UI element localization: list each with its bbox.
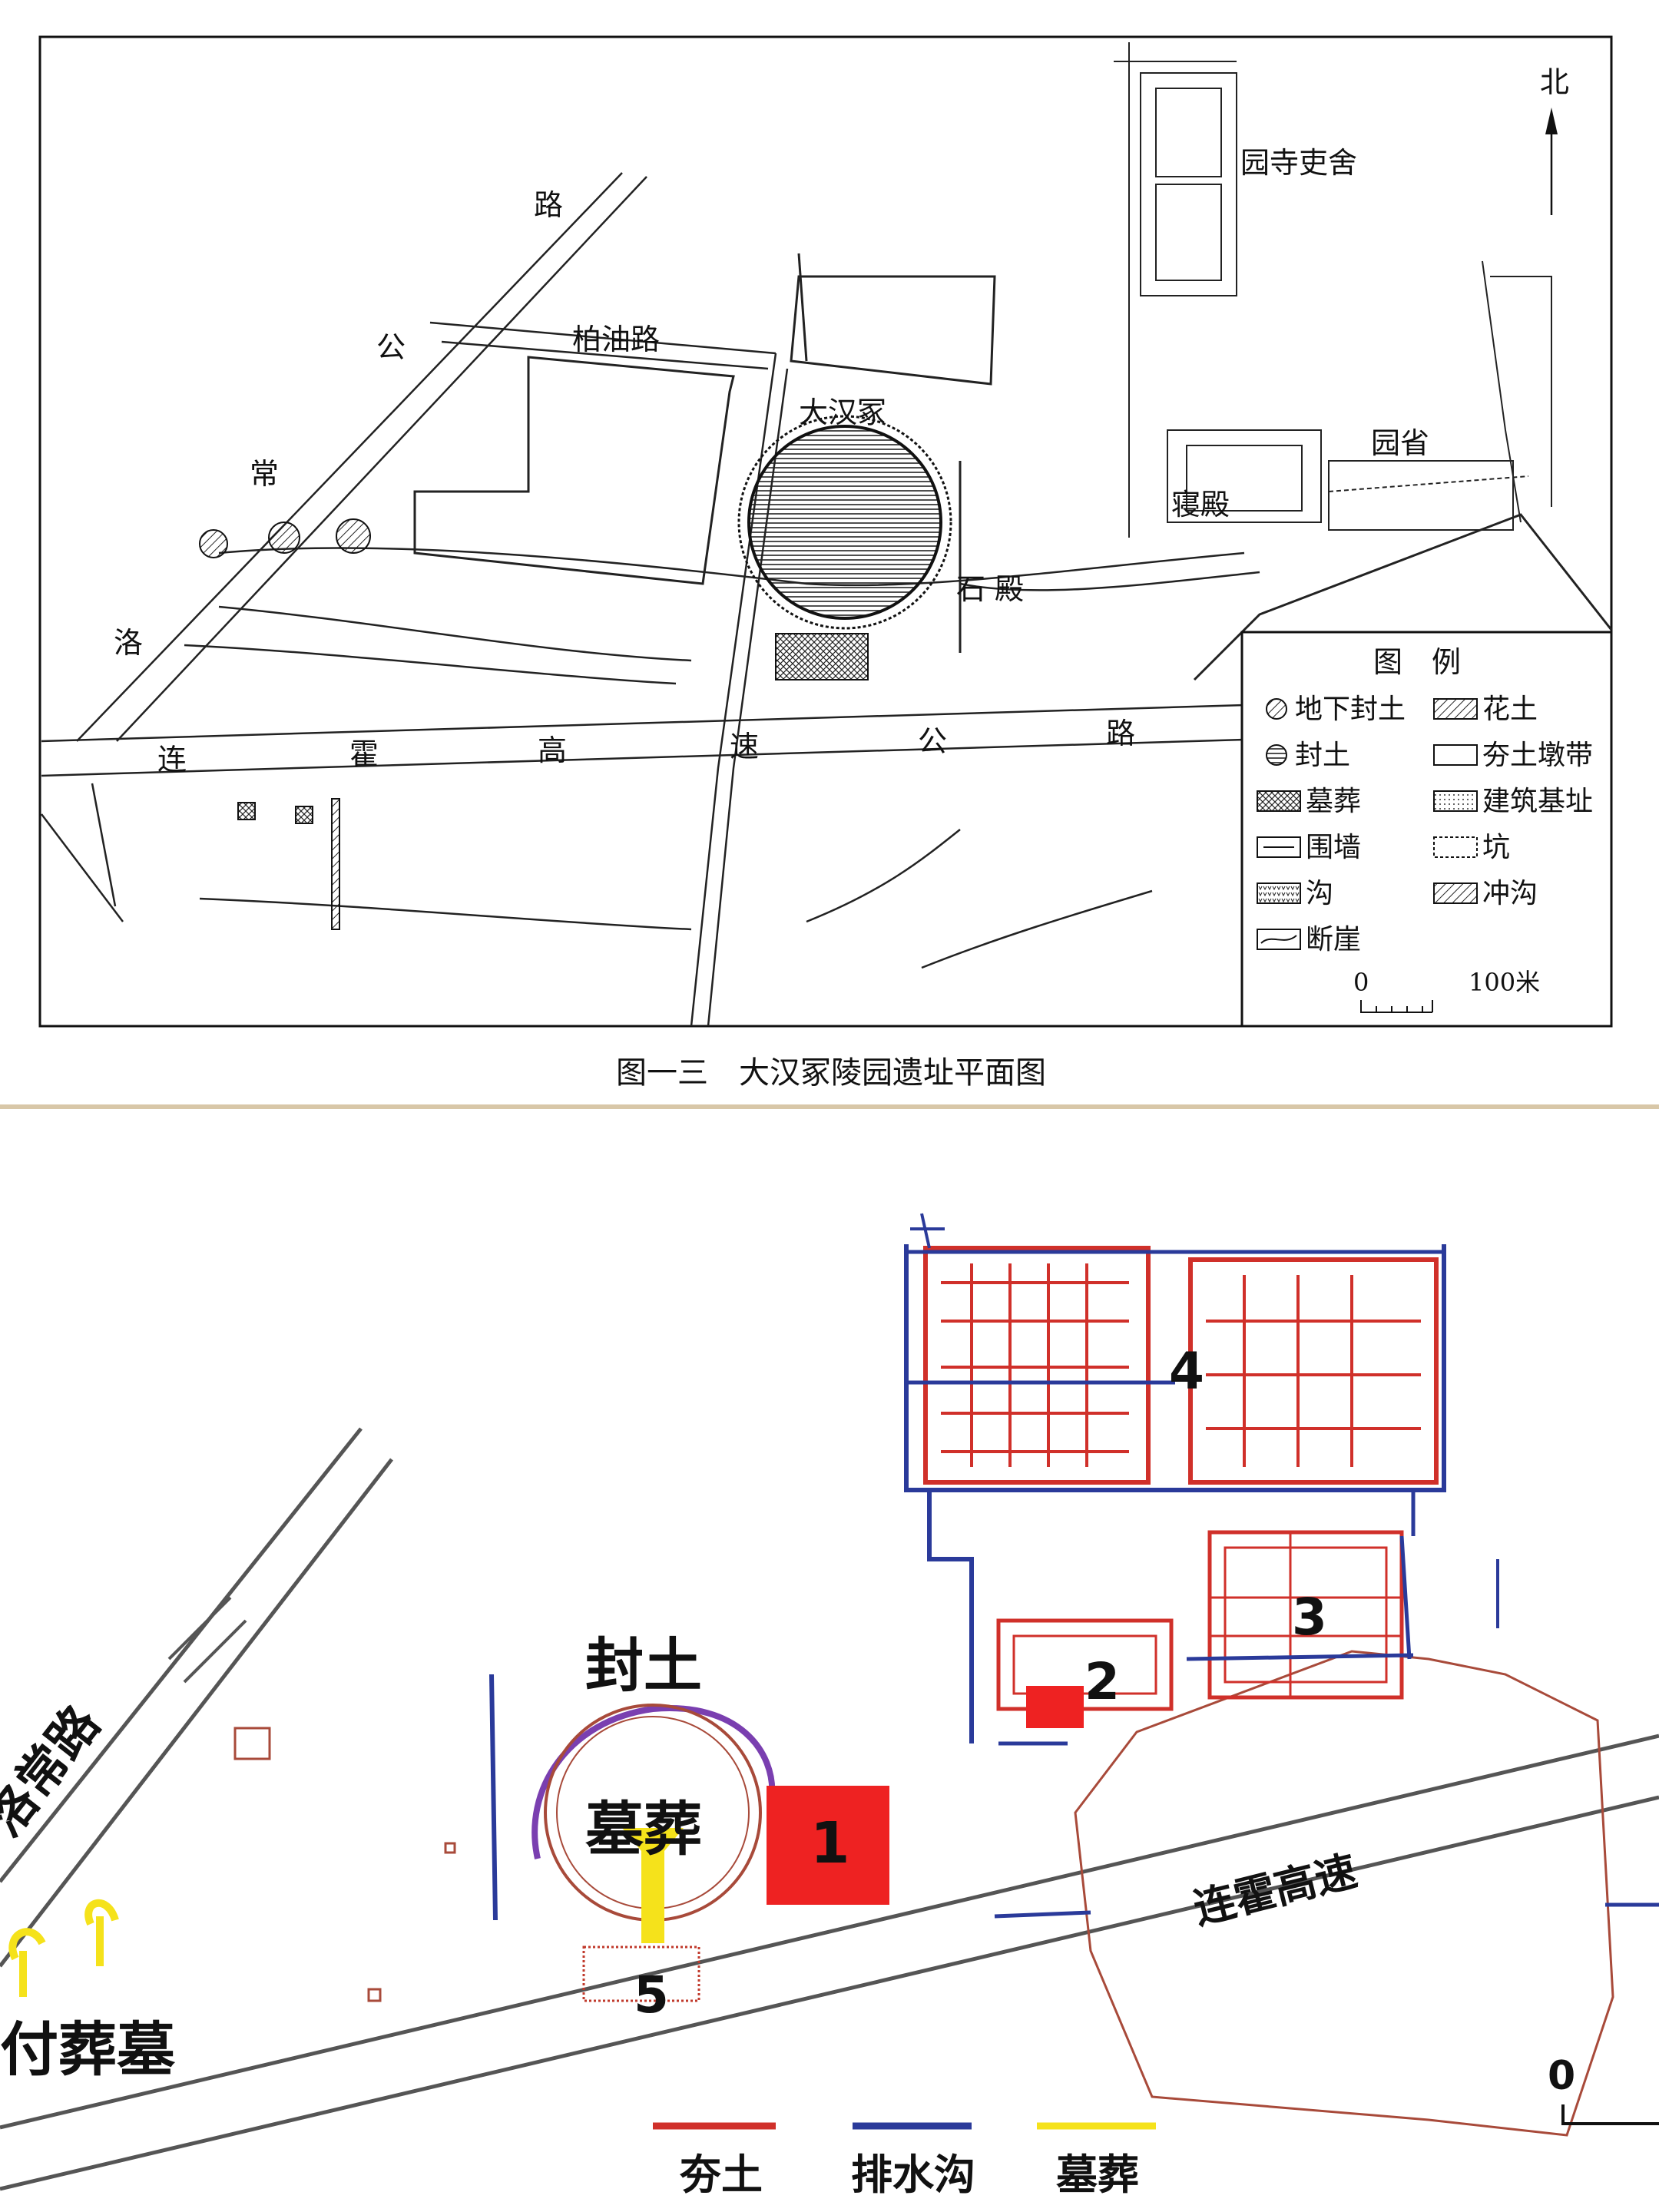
legend-item-0: 地下封土 bbox=[1295, 694, 1406, 725]
highway-label-lian: 连 bbox=[157, 743, 187, 777]
bottom-scale-zero: 0 bbox=[1548, 2053, 1575, 2099]
bottom-legend: 夯土 排水沟 墓葬 bbox=[653, 2122, 1156, 2199]
road-label-luo: 洛 bbox=[114, 626, 143, 660]
legend-row-2: 封土 夯土墩带 bbox=[1266, 740, 1593, 771]
bottom-legend-tomb: 墓葬 bbox=[1056, 2151, 1139, 2199]
legend-item-10: 断崖 bbox=[1306, 924, 1361, 955]
site-2 bbox=[996, 1618, 1174, 1746]
lianhuo-highway bbox=[0, 1734, 1659, 2191]
highway-label-huo: 霍 bbox=[349, 737, 379, 771]
tomb-swatch bbox=[1257, 790, 1301, 812]
legend-item-3: 夯土墩带 bbox=[1482, 740, 1593, 771]
legend-item-2: 封土 bbox=[1295, 740, 1350, 771]
bottom-map: 封土 墓葬 1 2 3 4 5 付葬墓 洛常路 连霍高速 0 夯土 排水沟 墓葬 bbox=[0, 1213, 1659, 2199]
site-2-label: 2 bbox=[1084, 1652, 1120, 1711]
legend-item-9: 冲沟 bbox=[1482, 878, 1538, 909]
yuansi-complex bbox=[1114, 42, 1237, 538]
site-4-label: 4 bbox=[1169, 1342, 1204, 1401]
building-swatch bbox=[1433, 790, 1478, 812]
top-road-network bbox=[41, 172, 1260, 1027]
legend-item-8: 沟 bbox=[1306, 878, 1333, 909]
road-label-lu: 路 bbox=[534, 188, 563, 222]
highland-boundary bbox=[1074, 1650, 1614, 2137]
scale-zero-label: 0 bbox=[1353, 968, 1369, 997]
highway-label-gong: 公 bbox=[918, 724, 947, 758]
underground-mound-swatch bbox=[1266, 698, 1287, 720]
qindian-complex bbox=[1167, 260, 1552, 531]
scale-bar: 0 100米 bbox=[1353, 968, 1540, 1013]
mound-swatch bbox=[1266, 744, 1287, 766]
luochang-road-label: 洛常路 bbox=[0, 1695, 111, 1847]
site-3 bbox=[1186, 1530, 1414, 1700]
highway-label-lu: 路 bbox=[1106, 717, 1135, 750]
dahanzhong-label: 大汉冢 bbox=[799, 396, 886, 429]
mound-arc bbox=[531, 1704, 776, 1859]
underground-mounds bbox=[199, 518, 371, 930]
ditch-swatch bbox=[1257, 882, 1301, 904]
west-drain bbox=[489, 1674, 498, 1921]
road-label-gong: 公 bbox=[376, 330, 406, 364]
yuansi-label: 园寺吏舍 bbox=[1240, 146, 1357, 180]
huatu-swatch bbox=[1433, 698, 1478, 720]
cliff-swatch bbox=[1257, 929, 1301, 950]
scale-max-label: 100米 bbox=[1469, 968, 1540, 997]
top-enclosures bbox=[413, 253, 996, 653]
site-4 bbox=[904, 1213, 1446, 1743]
site-1-block bbox=[767, 1786, 889, 1905]
legend-item-7: 坑 bbox=[1482, 832, 1510, 863]
bottom-legend-drain: 排水沟 bbox=[851, 2151, 975, 2199]
main-mound bbox=[531, 1704, 776, 2002]
top-map: 北 园寺吏舍 路 公 常 洛 柏油路 大汉冢 园省 寝殿 石 殿 连 霍 高 速… bbox=[38, 35, 1613, 1091]
dahanzhong-mound bbox=[737, 415, 952, 680]
shidian-label: 石 殿 bbox=[956, 572, 1024, 606]
bottom-legend-hangtu: 夯土 bbox=[679, 2151, 763, 2199]
legend-item-1: 花土 bbox=[1482, 694, 1538, 725]
gully-swatch bbox=[1433, 882, 1478, 904]
site-1-label: 1 bbox=[810, 1810, 850, 1876]
wall-swatch bbox=[1257, 836, 1301, 858]
muzang-label: 墓葬 bbox=[585, 1795, 702, 1863]
legend-item-4: 墓葬 bbox=[1306, 786, 1361, 817]
baiyou-road-label: 柏油路 bbox=[572, 323, 660, 356]
rammed-earth-swatch bbox=[1433, 744, 1478, 766]
lianhuo-highway-label: 连霍高速 bbox=[1189, 1846, 1362, 1933]
legend-title: 图 例 bbox=[1373, 645, 1461, 679]
legend-item-6: 围墙 bbox=[1306, 832, 1361, 863]
legend-row-5: 沟 冲沟 bbox=[1257, 878, 1538, 909]
yuansheng-label: 园省 bbox=[1371, 426, 1429, 460]
luochang-road bbox=[0, 1427, 393, 1968]
road-label-chang: 常 bbox=[250, 457, 279, 491]
qindian-label: 寝殿 bbox=[1171, 488, 1230, 522]
north-label: 北 bbox=[1540, 65, 1569, 99]
legend-row-6: 断崖 bbox=[1257, 924, 1361, 955]
highway-label-gao: 高 bbox=[538, 733, 567, 767]
highway-label-su: 速 bbox=[730, 730, 759, 763]
panel-divider bbox=[0, 1104, 1659, 1109]
legend-box bbox=[1240, 631, 1613, 1028]
site-5-label: 5 bbox=[634, 1965, 669, 2025]
figure-caption: 图一三 大汉冢陵园遗址平面图 bbox=[616, 1055, 1046, 1091]
legend-row-3: 墓葬 建筑基址 bbox=[1257, 786, 1593, 817]
north-arrow bbox=[1545, 108, 1558, 215]
site-3-label: 3 bbox=[1292, 1588, 1327, 1647]
top-legend: 图 例 地下封土 花土 封土 夯土墩带 墓葬 建筑基址 bbox=[1240, 631, 1613, 1028]
tomb-pit bbox=[582, 1945, 700, 2002]
legend-row-4: 围墙 坑 bbox=[1257, 832, 1510, 863]
subsidiary-tomb-label: 付葬墓 bbox=[0, 2015, 176, 2084]
subsidiary-tombs bbox=[8, 1899, 119, 1997]
pit-swatch bbox=[1433, 836, 1478, 858]
fengtu-label: 封土 bbox=[585, 1631, 702, 1700]
legend-row-1: 地下封土 花土 bbox=[1266, 694, 1538, 725]
legend-item-5: 建筑基址 bbox=[1482, 786, 1593, 817]
